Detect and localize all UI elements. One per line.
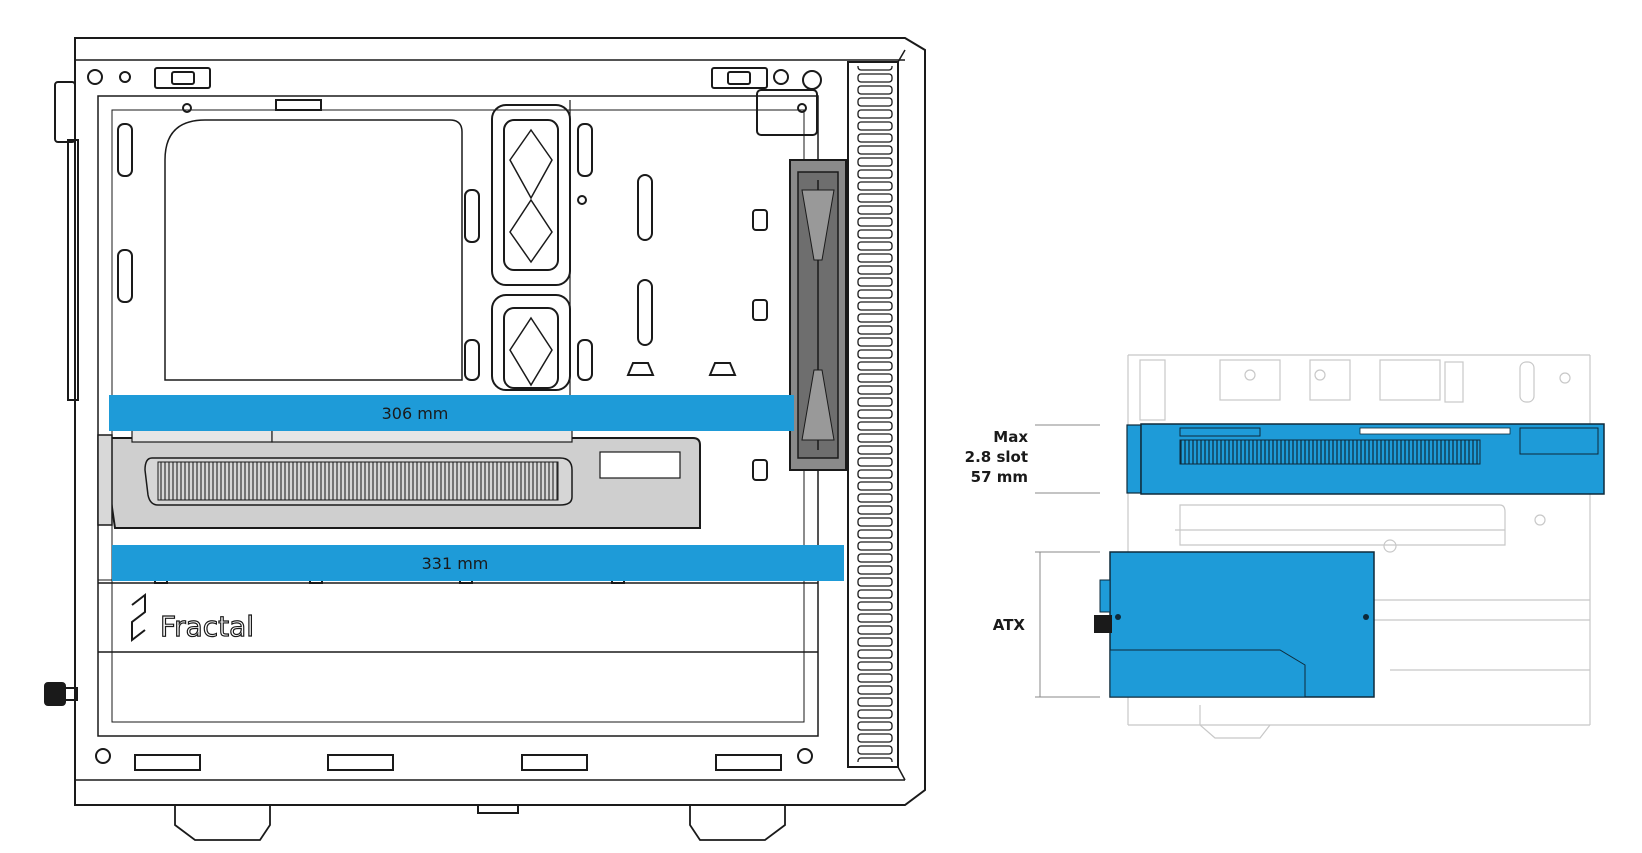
front-fan-icon [789,159,847,471]
front-mesh-panel [847,61,899,768]
psu-height-dimension [1035,551,1100,698]
gpu-label-line1: Max [993,428,1028,446]
front-mesh-slots [849,66,897,762]
brand-name: Fractal [160,610,254,643]
thumbscrew-icon [44,682,78,706]
dimension-gpu-306: 306 mm [109,395,794,431]
chassis-outline [74,37,926,806]
gpu-thickness-dimension [1035,424,1100,494]
screw-icon [87,69,103,85]
psu-label: ATX [993,616,1026,634]
graphics-card [97,427,701,529]
atx-psu [1094,551,1375,698]
fractal-logo-icon [131,592,146,643]
case-side-view [44,37,926,841]
gpu-2.8-slot [1126,423,1605,495]
gpu-label-line2: 2.8 slot [965,448,1028,466]
dim-306-label: 306 mm [382,404,449,423]
gpu-label-line3: 57 mm [971,468,1028,486]
dimension-gpu-331: 331 mm [112,545,844,581]
dim-331-label: 331 mm [422,554,489,573]
